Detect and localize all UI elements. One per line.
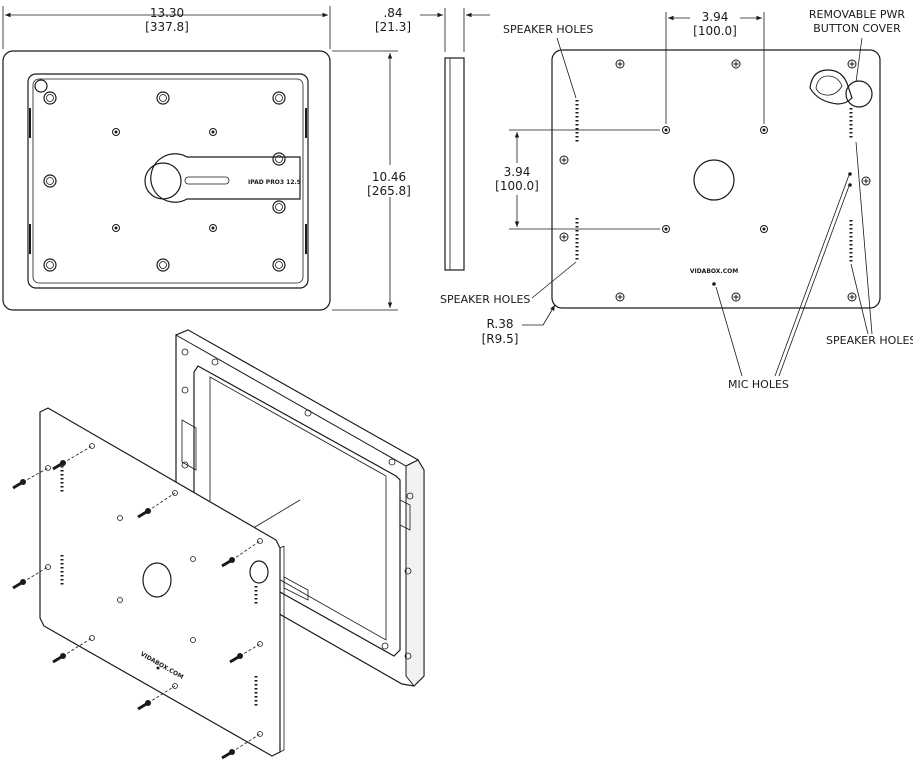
iso-bolts [11, 445, 261, 760]
speaker-holes-right-label: SPEAKER HOLES [826, 334, 913, 347]
pwr-button-hole [845, 80, 873, 108]
corner-radius-inches: R.38 [487, 317, 514, 331]
mic-holes-label: MIC HOLES [728, 378, 789, 391]
camera-hole [34, 79, 48, 93]
iso-pwr-hole [249, 560, 269, 584]
side-profile [444, 57, 465, 271]
front-plate [32, 78, 304, 284]
mic-hole-2 [848, 183, 852, 187]
width-inches: 13.30 [150, 6, 184, 20]
back-plate [551, 49, 881, 309]
width-mm: [337.8] [145, 20, 189, 34]
back-view: VIDABOX.COM 3.94 [100.0] 3.94 [100.0] SP… [440, 8, 913, 391]
iso-frame [174, 329, 425, 687]
exploded-view: VIDABOX.COM [11, 329, 425, 760]
engraving-text: IPAD PRO3 12.9 [248, 179, 301, 186]
key-slot [150, 153, 301, 203]
speaker-holes-left-label: SPEAKER HOLES [440, 293, 530, 306]
vesa-h-inches: 3.94 [702, 10, 729, 24]
height-inches: 10.46 [372, 170, 406, 184]
corner-radius-mm: [R9.5] [482, 332, 519, 346]
iso-back-plate: VIDABOX.COM [39, 407, 285, 757]
depth-inches: .84 [383, 6, 402, 20]
pwr-cover-label-2: BUTTON COVER [813, 22, 901, 35]
back-brand: VIDABOX.COM [690, 268, 738, 275]
speaker-holes-top-label: SPEAKER HOLES [503, 23, 593, 36]
side-view: .84 [21.3] [375, 6, 490, 271]
mic-hole-1 [848, 172, 852, 176]
mic-hole-3 [712, 282, 716, 286]
iso-center-hole [142, 562, 172, 598]
vesa-v-mm: [100.0] [495, 179, 539, 193]
height-mm: [265.8] [367, 184, 411, 198]
front-frame-outer [2, 50, 331, 311]
vesa-h-mm: [100.0] [693, 24, 737, 38]
pwr-cover-label-1: REMOVABLE PWR [809, 8, 906, 21]
pwr-button-cover [809, 69, 853, 105]
front-frame-inner [27, 73, 309, 289]
depth-mm: [21.3] [375, 20, 411, 34]
center-cable-hole [693, 159, 735, 201]
front-view: IPAD PRO3 12.9 13.30 [337.8] 10.46 [265.… [2, 6, 415, 311]
vesa-v-inches: 3.94 [504, 165, 531, 179]
